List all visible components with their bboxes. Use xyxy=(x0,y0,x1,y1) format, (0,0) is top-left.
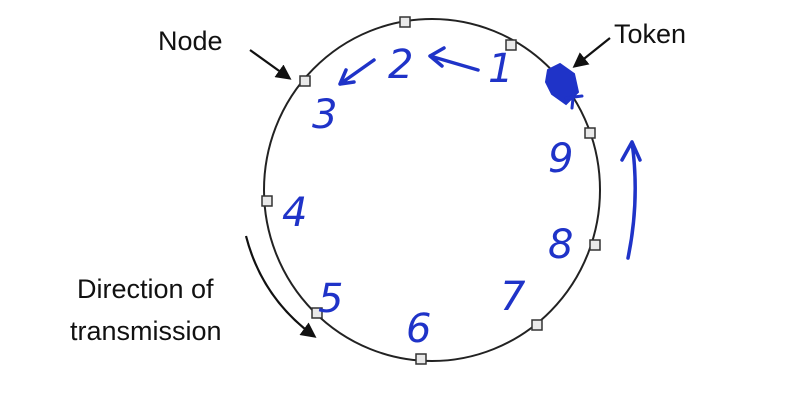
handwritten-number: 6 xyxy=(406,306,431,352)
node xyxy=(399,16,411,28)
curved-arrow-icon xyxy=(244,235,317,338)
token-scribble xyxy=(564,86,584,110)
token-pointer-arrow xyxy=(572,37,611,68)
node xyxy=(531,319,543,331)
token-label: Token xyxy=(614,19,686,49)
direction-label-line1: Direction of xyxy=(77,274,214,304)
node xyxy=(311,307,323,319)
handwritten-number: 7 xyxy=(500,274,526,320)
node xyxy=(299,75,311,87)
handwritten-number: 8 xyxy=(548,222,573,268)
handwritten-number: 4 xyxy=(282,190,307,236)
node xyxy=(589,239,601,251)
handwritten-number: 2 xyxy=(388,42,413,88)
handwritten-arrow xyxy=(428,46,480,72)
handwritten-arrow xyxy=(620,140,642,260)
handwritten-arrow xyxy=(338,58,376,86)
node-pointer-arrow xyxy=(249,49,292,80)
node xyxy=(415,353,427,365)
direction-label-line2: transmission xyxy=(70,316,222,346)
node-label: Node xyxy=(158,26,223,56)
node xyxy=(584,127,596,139)
handwritten-annotations: 1 2 3 4 5 6 7 8 9 xyxy=(282,42,642,352)
handwritten-number: 9 xyxy=(548,136,573,182)
handwritten-number: 1 xyxy=(488,46,513,92)
ring xyxy=(263,18,601,362)
node xyxy=(261,195,273,207)
nodes xyxy=(261,16,601,365)
node xyxy=(505,39,517,51)
handwritten-number: 3 xyxy=(312,92,337,138)
handwritten-number: 5 xyxy=(318,276,343,322)
